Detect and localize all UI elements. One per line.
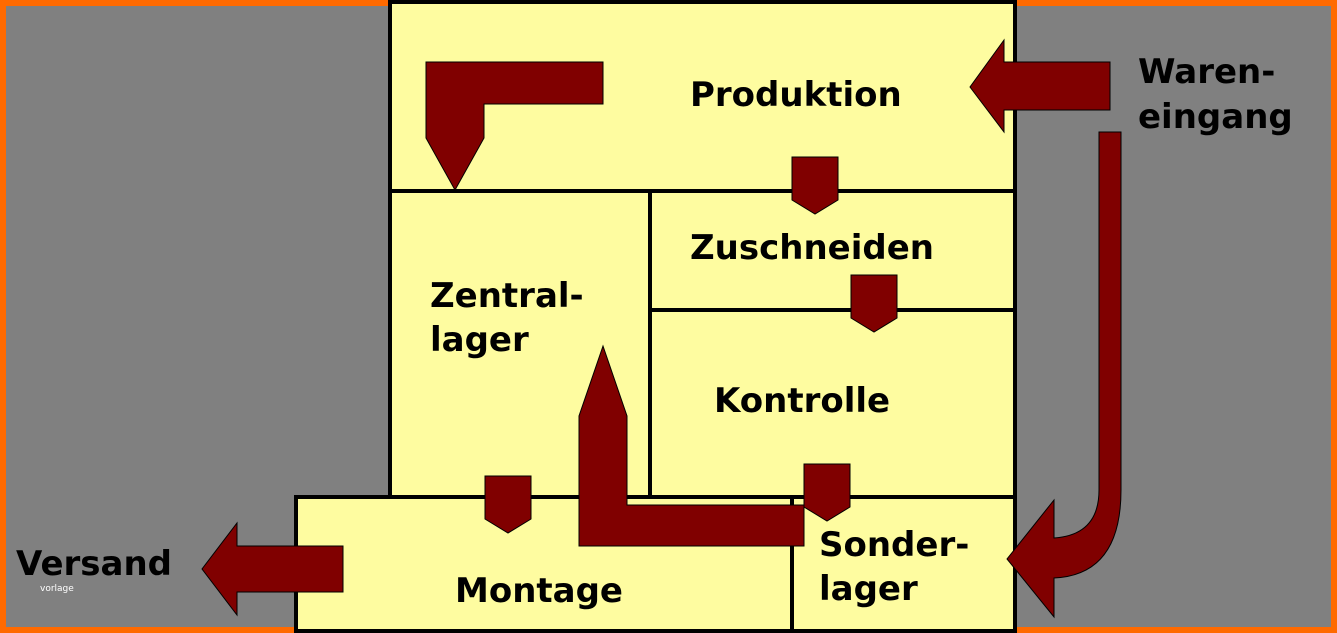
label-zentrallager-line1: Zentral- [430, 276, 584, 316]
arrow-montage-to-versand [201, 521, 344, 617]
arrow-produktion-to-zentrallager [425, 61, 604, 192]
label-zentrallager-line2: lager [430, 320, 529, 360]
label-watermark: vorlage [40, 584, 74, 594]
arrow-produktion-to-zuschneiden [791, 156, 839, 215]
label-versand: Versand [16, 544, 172, 584]
label-kontrolle: Kontrolle [714, 381, 890, 421]
label-wareneingang-line2: eingang [1138, 97, 1293, 137]
arrow-kontrolle-to-zentrallager [578, 344, 805, 547]
label-produktion: Produktion [690, 75, 902, 115]
label-wareneingang-line1: Waren- [1138, 52, 1275, 92]
label-zuschneiden: Zuschneiden [690, 228, 934, 268]
arrow-wareneingang-to-sonderlager [1006, 131, 1122, 619]
arrow-zentrallager-to-montage [484, 475, 532, 534]
label-sonderlager-line2: lager [819, 569, 918, 609]
arrow-zuschneiden-to-kontrolle [850, 274, 898, 333]
arrow-kontrolle-to-sonderlager [803, 463, 851, 522]
label-montage: Montage [455, 571, 623, 611]
arrow-wareneingang-to-produktion [969, 38, 1111, 134]
label-sonderlager-line1: Sonder- [819, 525, 969, 565]
room-zuschneiden [648, 189, 1017, 312]
